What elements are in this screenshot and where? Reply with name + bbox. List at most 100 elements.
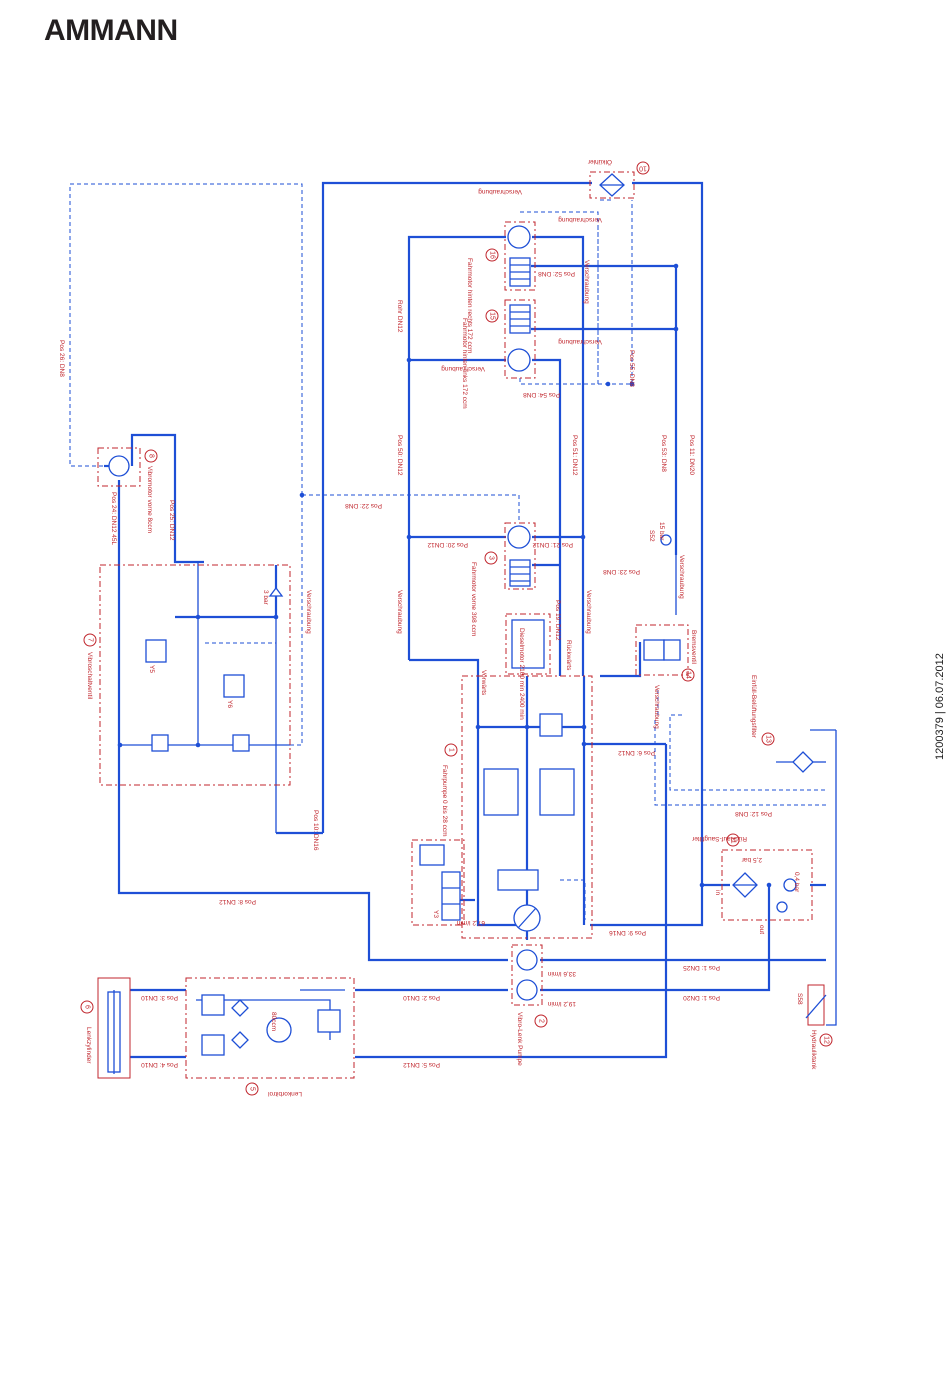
svg-text:Vorwärts: Vorwärts: [480, 670, 487, 696]
svg-text:7: 7: [87, 638, 94, 642]
brake-valve: 14 Bremsventil S52 15 bar: [635, 522, 697, 682]
svg-text:16: 16: [489, 251, 496, 259]
svg-text:Pos 5: DN12: Pos 5: DN12: [403, 1061, 440, 1068]
svg-text:6: 6: [84, 1005, 91, 1009]
svg-text:Pos 6: DN12: Pos 6: DN12: [618, 749, 655, 756]
vibro-motor: 8 Vibromotor vorne 8ccm: [97, 447, 158, 533]
svg-text:Fahrmotor hinten rechts 172 cc: Fahrmotor hinten rechts 172 ccm: [466, 258, 473, 353]
svg-text:Pos 8: DN12: Pos 8: DN12: [219, 898, 256, 905]
svg-text:Y6: Y6: [226, 700, 233, 708]
svg-text:12: 12: [823, 1036, 830, 1044]
svg-text:67,2 l/min: 67,2 l/min: [456, 919, 485, 926]
svg-text:Verschraubung: Verschraubung: [558, 216, 602, 223]
svg-text:3: 3: [488, 556, 495, 560]
svg-text:14: 14: [685, 671, 692, 679]
svg-text:Lenkzylinder: Lenkzylinder: [85, 1027, 92, 1064]
svg-text:Pos 10: DN16: Pos 10: DN16: [312, 810, 319, 851]
svg-text:13: 13: [765, 735, 772, 743]
junction-dots: [117, 263, 772, 888]
vibro-switching-valve: 7 Vibroschaltventil Y5 Y6 3 bar: [83, 564, 291, 786]
svg-text:10: 10: [639, 165, 647, 172]
svg-text:Pos 52: DN8: Pos 52: DN8: [538, 270, 575, 277]
oil-cooler: Ölkühler 10: [587, 158, 650, 199]
steering-orbitrol: 5 Lenkorbitrol 80ccm: [185, 977, 355, 1097]
svg-text:Verschraubung: Verschraubung: [653, 685, 660, 729]
svg-text:Verschraubung: Verschraubung: [585, 590, 592, 634]
svg-text:Ölkühler: Ölkühler: [587, 158, 612, 166]
svg-text:Pos 24: DN12 45L: Pos 24: DN12 45L: [110, 492, 117, 546]
svg-text:Pos 3: DN10: Pos 3: DN10: [141, 994, 178, 1001]
diesel-engine: Dieselmotor 2100 min 2400 min: [505, 613, 551, 720]
svg-text:Pos 22: DN8: Pos 22: DN8: [345, 502, 382, 509]
svg-text:Lenkorbitrol: Lenkorbitrol: [267, 1090, 302, 1097]
svg-text:Verschraubung: Verschraubung: [305, 590, 312, 634]
svg-text:Fahrmotor hinten links 172 ccm: Fahrmotor hinten links 172 ccm: [461, 318, 468, 409]
front-drive-motor: 3 Fahrmotor vorne 398 ccm: [470, 522, 536, 636]
vibro-steering-pump: 2 Vibro-Lenk Pumpe 33,6 l/min 19,2 l/min: [511, 944, 576, 1066]
svg-text:Rückwärts: Rückwärts: [565, 640, 572, 671]
svg-text:Einfüll-Belüftungsfilter: Einfüll-Belüftungsfilter: [750, 675, 757, 739]
svg-text:Rücklauf-Saugfilter: Rücklauf-Saugfilter: [691, 835, 747, 842]
svg-text:Pos 2: DN10: Pos 2: DN10: [403, 994, 440, 1001]
svg-text:80ccm: 80ccm: [270, 1012, 277, 1031]
svg-text:Pos 4: DN10: Pos 4: DN10: [141, 1061, 178, 1068]
line-labels: Verschraubung Rohr DN12 Pos 26: DN8 Pos …: [58, 188, 772, 1068]
return-suction-filter: 11 Rücklauf-Saugfilter 2,5 bar 0,4 bar i…: [691, 833, 813, 934]
travel-pump: 1 Fahrpumpe 0 bis 28 ccm Vorwärts Rückwä…: [441, 640, 593, 939]
rear-drive-motors: 16 Fahrmotor hinten rechts 172 ccm 15 Fa…: [461, 221, 536, 409]
svg-text:Pos 54: DN8: Pos 54: DN8: [523, 391, 560, 398]
breather-filter: 13 Einfüll-Belüftungsfilter: [750, 675, 826, 773]
svg-text:Verschraubung: Verschraubung: [396, 590, 403, 634]
svg-text:Pos 19: DN12: Pos 19: DN12: [554, 600, 561, 641]
svg-text:2: 2: [538, 1019, 545, 1023]
svg-text:Pos 25: DN12: Pos 25: DN12: [168, 500, 175, 541]
svg-text:Pos 1: DN20: Pos 1: DN20: [683, 994, 720, 1001]
hydraulic-tank: 12 Hydrauliktank S58: [796, 984, 833, 1070]
svg-text:0,4 bar: 0,4 bar: [793, 872, 800, 893]
svg-text:S52: S52: [648, 530, 655, 542]
svg-text:Verschraubung: Verschraubung: [678, 555, 685, 599]
svg-text:Y5: Y5: [148, 665, 155, 673]
svg-text:Y3: Y3: [432, 910, 439, 918]
svg-text:Pos 9: DN16: Pos 9: DN16: [609, 929, 646, 936]
svg-text:Verschraubung: Verschraubung: [441, 365, 485, 372]
svg-text:5: 5: [249, 1087, 256, 1091]
svg-text:Pos 51: DN12: Pos 51: DN12: [571, 435, 578, 476]
svg-text:Dieselmotor 2100 min 2400 min: Dieselmotor 2100 min 2400 min: [518, 628, 525, 720]
svg-text:out: out: [758, 925, 765, 934]
svg-text:Pos 23: DN8: Pos 23: DN8: [603, 568, 640, 575]
svg-text:Fahrpumpe 0 bis 28 ccm: Fahrpumpe 0 bis 28 ccm: [441, 765, 448, 837]
svg-text:Verschraubung: Verschraubung: [558, 338, 602, 345]
svg-text:Fahrmotor vorne 398 ccm: Fahrmotor vorne 398 ccm: [470, 562, 477, 636]
svg-text:in: in: [714, 890, 721, 895]
svg-text:3 bar: 3 bar: [262, 590, 269, 606]
svg-text:Pos 1: DN25: Pos 1: DN25: [683, 964, 720, 971]
svg-text:Rohr DN12: Rohr DN12: [396, 300, 403, 333]
svg-text:8: 8: [148, 454, 155, 458]
svg-text:11: 11: [730, 836, 737, 843]
svg-text:Bremsventil: Bremsventil: [690, 630, 697, 665]
svg-text:Verschraubung: Verschraubung: [478, 188, 522, 195]
svg-text:Vibroschaltventil: Vibroschaltventil: [86, 652, 93, 700]
svg-text:Pos 26: DN8: Pos 26: DN8: [58, 340, 65, 377]
svg-text:Pos 11: DN20: Pos 11: DN20: [688, 435, 695, 475]
svg-text:Pos 20: DN12: Pos 20: DN12: [427, 541, 468, 548]
steering-cylinder: 6 Lenkzylinder: [80, 977, 131, 1079]
svg-text:Vibromotor vorne 8ccm: Vibromotor vorne 8ccm: [146, 466, 153, 533]
svg-text:Pos 50: DN12: Pos 50: DN12: [396, 435, 403, 476]
ammann-logo: AMMANN: [44, 14, 178, 47]
svg-text:2,5 bar: 2,5 bar: [741, 856, 762, 863]
svg-text:15 bar: 15 bar: [658, 522, 665, 541]
svg-text:Verschraubung: Verschraubung: [583, 260, 590, 304]
svg-text:19,2 l/min: 19,2 l/min: [547, 1000, 576, 1007]
svg-text:Pos 55: DN8: Pos 55: DN8: [628, 350, 635, 387]
svg-text:Vibro-Lenk Pumpe: Vibro-Lenk Pumpe: [516, 1012, 523, 1066]
svg-text:1: 1: [448, 748, 455, 752]
svg-text:Pos 12: DN8: Pos 12: DN8: [735, 810, 772, 817]
svg-text:33,6 l/min: 33,6 l/min: [547, 970, 576, 977]
svg-text:Hydrauliktank: Hydrauliktank: [810, 1030, 817, 1070]
svg-text:15: 15: [489, 312, 496, 320]
control-valve-y3: Y3: [411, 839, 465, 926]
pressure-lines: [104, 181, 837, 1059]
